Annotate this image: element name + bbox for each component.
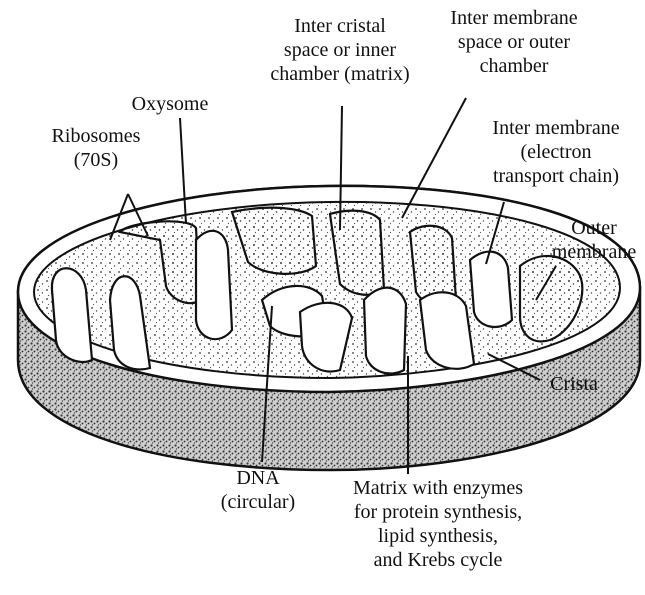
label-line: space or inner [270,38,409,62]
label-line: chamber [450,54,577,78]
label-line: Inter cristal [270,14,409,38]
label-inter-membrane-space: Inter membrane space or outer chamber [450,6,577,78]
label-crista: Crista [550,372,598,396]
label-matrix: Matrix with enzymes for protein synthesi… [353,476,523,572]
label-line: Crista [550,372,598,396]
label-outer-membrane: Outer membrane [552,216,636,264]
label-oxysome: Oxysome [132,92,209,116]
label-line: Matrix with enzymes [353,476,523,500]
label-ribosomes: Ribosomes (70S) [52,124,141,172]
label-inter-cristal-space: Inter cristal space or inner chamber (ma… [270,14,409,86]
label-line: lipid synthesis, [353,524,523,548]
label-line: Oxysome [132,92,209,116]
label-inter-membrane-etc: Inter membrane (electron transport chain… [492,116,619,188]
label-line: and Krebs cycle [353,548,523,572]
label-line: membrane [552,240,636,264]
label-line: (electron [492,140,619,164]
label-dna: DNA (circular) [221,466,295,514]
label-line: Outer [552,216,636,240]
label-line: (circular) [221,490,295,514]
label-line: for protein synthesis, [353,500,523,524]
label-line: Ribosomes [52,124,141,148]
label-line: Inter membrane [450,6,577,30]
label-line: space or outer [450,30,577,54]
label-line: DNA [221,466,295,490]
label-line: transport chain) [492,164,619,188]
label-line: chamber (matrix) [270,62,409,86]
label-line: Inter membrane [492,116,619,140]
label-line: (70S) [52,148,141,172]
